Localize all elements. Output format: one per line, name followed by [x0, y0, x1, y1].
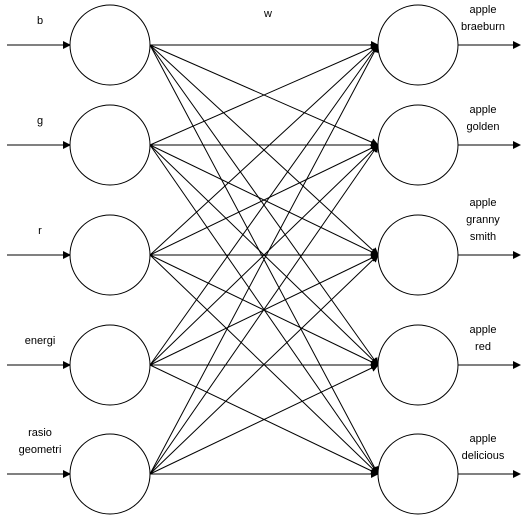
output-node-apple-braeburn: [377, 4, 459, 86]
output-label-apple-red: red: [475, 341, 491, 353]
edge-rasio-geometri-to-apple-golden: [149, 144, 379, 475]
input-label-rasio-geometri: geometri: [19, 444, 62, 456]
output-node-apple-golden: [377, 104, 459, 186]
input-node-r: [69, 214, 151, 296]
output-node-apple-delicious: [377, 433, 459, 515]
input-label-b: b: [37, 15, 43, 27]
node-labels: b g r energi rasio geometri apple braeburn apple…: [19, 4, 505, 462]
edge-rasio-geometri-to-apple-red: [149, 364, 379, 475]
output-arrows: [458, 41, 521, 478]
input-node-energi: [69, 324, 151, 406]
input-label-rasio-geometri: rasio: [28, 427, 52, 439]
edge-rasio-geometri-to-apple-braeburn: [149, 44, 379, 475]
input-label-r: r: [38, 225, 42, 237]
edge-g-to-apple-braeburn: [149, 44, 379, 146]
input-node-g: [69, 104, 151, 186]
weight-connections: [149, 41, 379, 478]
output-label-apple-braeburn: apple: [470, 4, 497, 16]
output-label-apple-granny-smith: smith: [470, 231, 496, 243]
weight-label: w: [263, 8, 272, 20]
neuron-nodes: [69, 4, 459, 515]
edge-energi-to-apple-braeburn: [149, 44, 379, 366]
output-label-apple-braeburn: braeburn: [461, 21, 505, 33]
edge-r-to-apple-golden: [149, 144, 379, 256]
output-label-apple-red: apple: [470, 324, 497, 336]
edge-rasio-geometri-to-apple-granny-smith: [149, 254, 379, 475]
input-arrows: [7, 41, 71, 478]
output-label-apple-delicious: apple: [470, 433, 497, 445]
output-label-apple-golden: golden: [466, 121, 499, 133]
input-node-rasio-geometri: [69, 433, 151, 515]
edge-r-to-apple-braeburn: [149, 44, 379, 256]
output-label-apple-golden: apple: [470, 104, 497, 116]
input-label-g: g: [37, 115, 43, 127]
output-node-apple-red: [377, 324, 459, 406]
edge-energi-to-apple-golden: [149, 144, 379, 366]
output-label-apple-delicious: delicious: [462, 450, 505, 462]
output-label-apple-granny-smith: granny: [466, 214, 500, 226]
input-label-energi: energi: [25, 335, 56, 347]
output-node-apple-granny-smith: [377, 214, 459, 296]
output-label-apple-granny-smith: apple: [470, 197, 497, 209]
input-node-b: [69, 4, 151, 86]
